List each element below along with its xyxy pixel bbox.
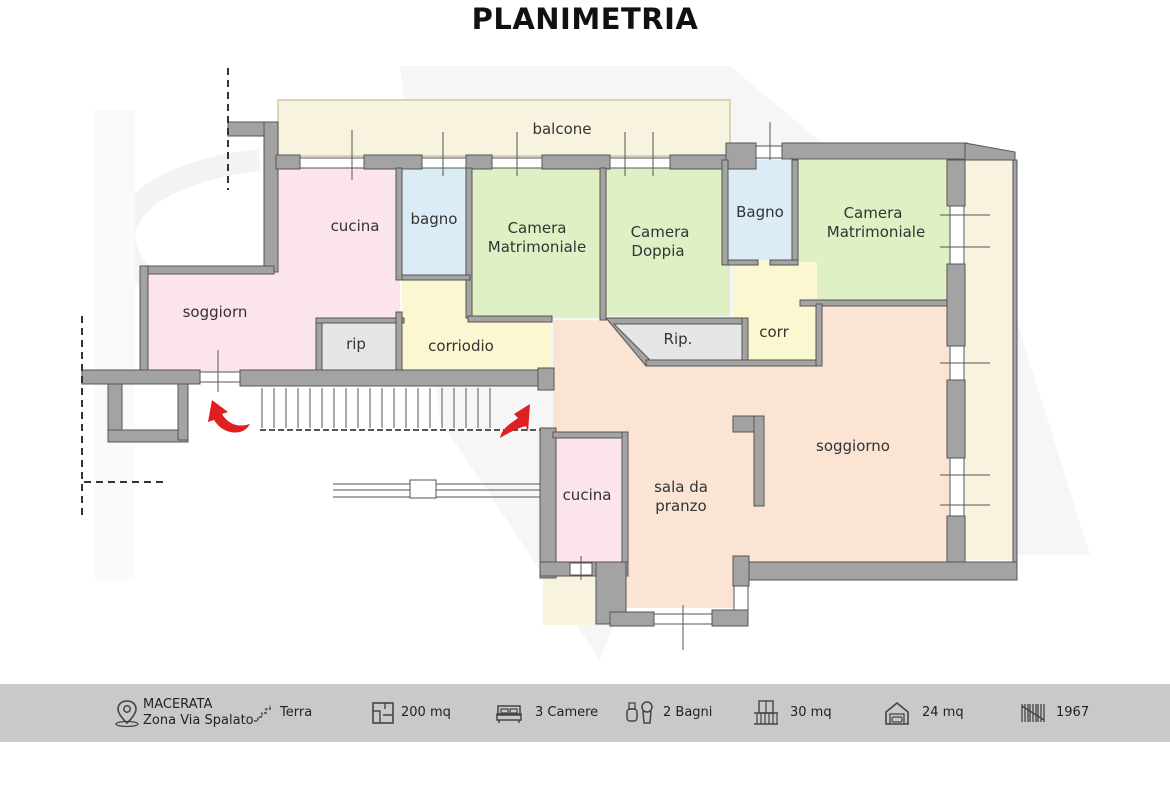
label-cucina-right: cucina — [563, 486, 612, 504]
floor-plan: balcone cucina bagno Camera Matrimoniale… — [81, 68, 1018, 650]
label-corr: corr — [759, 323, 789, 341]
dashed-outlines — [81, 68, 229, 518]
room-rip-left — [320, 320, 398, 370]
room-balcone — [277, 99, 731, 157]
room-rip-right — [612, 320, 742, 362]
room-bagno-left — [402, 168, 468, 278]
label-rip-right: Rip. — [664, 330, 693, 348]
label-bagno-left: bagno — [411, 210, 458, 228]
info-bathrooms: 2 Bagni — [625, 684, 712, 742]
balcony-icon — [754, 700, 778, 725]
info-bar: MACERATA Zona Via Spalato Terra 200 mq 3… — [0, 684, 1170, 742]
entry-arrow-left-icon — [208, 400, 250, 433]
bathroom-icon — [626, 701, 653, 724]
year-value: 1967 — [1056, 705, 1090, 720]
location-pin-icon — [115, 700, 139, 727]
page-title: PLANIMETRIA — [471, 2, 699, 36]
garage-value: 24 mq — [922, 705, 964, 720]
floorplan-icon — [372, 702, 394, 724]
entry-arrow-right-icon — [500, 404, 530, 438]
room-camera-matr-2 — [797, 160, 952, 303]
label-camera-matr-2-line2: Matrimoniale — [827, 223, 925, 241]
windows — [199, 122, 990, 650]
label-sala-da-pranzo-line1: sala da — [654, 478, 708, 496]
floor-value: Terra — [280, 705, 313, 720]
railing — [333, 479, 540, 499]
location-city: MACERATA — [143, 697, 213, 712]
label-bagno-right: Bagno — [736, 203, 784, 221]
info-area: 200 mq — [371, 684, 451, 742]
stairs-icon — [254, 705, 271, 722]
room-bagno-right — [727, 160, 793, 260]
info-bedrooms: 3 Camere — [495, 684, 598, 742]
bedrooms-value: 3 Camere — [535, 705, 599, 720]
room-terrace-right — [965, 160, 1015, 560]
label-camera-doppia-line2: Doppia — [631, 242, 684, 260]
room-corridoio — [402, 278, 552, 378]
calendar-year-icon — [1021, 704, 1045, 722]
room-camera-matr-1 — [470, 168, 602, 318]
label-camera-matr-1-line1: Camera — [508, 219, 567, 237]
info-year: 1967 — [1020, 684, 1089, 742]
label-soggiorno: soggiorno — [816, 437, 890, 455]
info-balcony: 30 mq — [752, 684, 832, 742]
label-balcone: balcone — [532, 120, 591, 138]
room-cucina-right — [553, 437, 626, 562]
room-living — [553, 306, 950, 608]
area-value: 200 mq — [401, 705, 451, 720]
info-garage: 24 mq — [884, 684, 964, 742]
walls — [81, 121, 1018, 627]
balcony-value: 30 mq — [790, 705, 832, 720]
location-zone: Zona Via Spalato — [143, 713, 254, 728]
label-camera-matr-2-line1: Camera — [844, 204, 903, 222]
label-camera-matr-1-line2: Matrimoniale — [488, 238, 586, 256]
room-labels: balcone cucina bagno Camera Matrimoniale… — [183, 120, 926, 515]
garage-icon — [885, 701, 909, 725]
bed-icon — [496, 705, 522, 723]
label-camera-doppia-line1: Camera — [631, 223, 690, 241]
label-soggiorno-left: soggiorn — [183, 303, 248, 321]
label-rip-left: rip — [346, 335, 366, 353]
label-sala-da-pranzo-line2: pranzo — [655, 497, 706, 515]
label-corridoio: corriodio — [428, 337, 494, 355]
info-location: MACERATA Zona Via Spalato — [114, 684, 254, 742]
room-camera-doppia — [606, 168, 730, 316]
info-floor: Terra — [252, 684, 312, 742]
bathrooms-value: 2 Bagni — [663, 705, 713, 720]
room-soggiorno-left — [146, 270, 321, 373]
label-cucina-left: cucina — [331, 217, 380, 235]
